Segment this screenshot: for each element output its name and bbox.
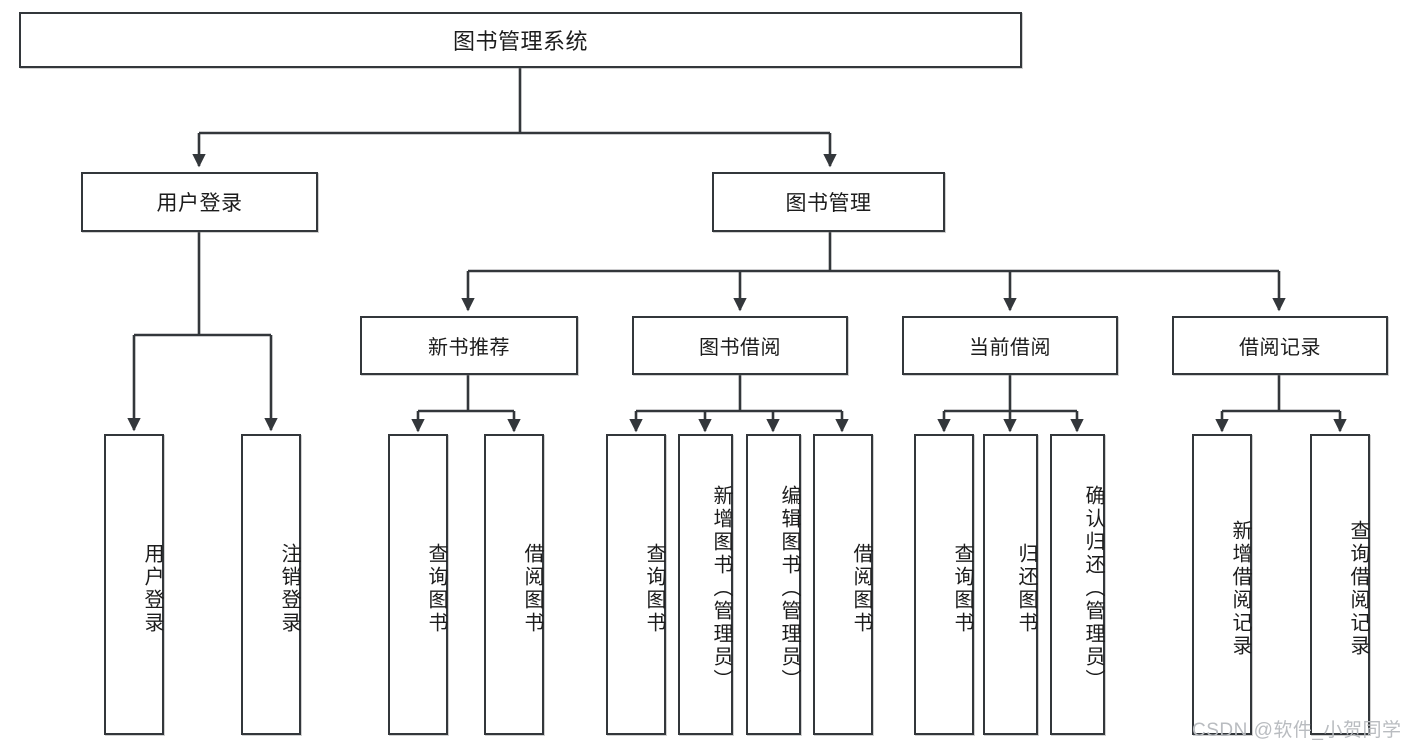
leaf-add-record[interactable]: 新增借阅记录 bbox=[1192, 434, 1252, 735]
leaf-query-book-2-label: 查询图书 bbox=[643, 542, 665, 635]
node-book-manage[interactable]: 图书管理 bbox=[712, 172, 945, 232]
leaf-user-login[interactable]: 用户登录 bbox=[104, 434, 164, 735]
leaf-user-login-label: 用户登录 bbox=[141, 542, 163, 635]
leaf-add-book-label: 新增图书（管理员） bbox=[710, 485, 732, 692]
leaf-query-book-3[interactable]: 查询图书 bbox=[914, 434, 974, 735]
node-root-label: 图书管理系统 bbox=[452, 29, 588, 54]
leaf-borrow-book-2[interactable]: 借阅图书 bbox=[813, 434, 873, 735]
node-book-borrow-label: 图书借阅 bbox=[699, 337, 781, 359]
leaf-return-book-label: 归还图书 bbox=[1015, 542, 1037, 635]
node-current-borrow[interactable]: 当前借阅 bbox=[902, 316, 1118, 375]
leaf-query-book-3-label: 查询图书 bbox=[951, 542, 973, 635]
leaf-add-record-label: 新增借阅记录 bbox=[1229, 519, 1251, 658]
node-borrow-record-label: 借阅记录 bbox=[1239, 337, 1321, 359]
node-new-book-recommend[interactable]: 新书推荐 bbox=[360, 316, 578, 375]
leaf-borrow-book-1-label: 借阅图书 bbox=[521, 542, 543, 635]
node-book-manage-label: 图书管理 bbox=[785, 192, 872, 215]
edge-group-borrow-record bbox=[1215, 375, 1347, 433]
edge-group-user-login bbox=[127, 232, 278, 432]
leaf-query-book-1[interactable]: 查询图书 bbox=[388, 434, 448, 735]
node-root[interactable]: 图书管理系统 bbox=[19, 12, 1022, 68]
edge-group-root bbox=[192, 68, 837, 168]
leaf-query-record[interactable]: 查询借阅记录 bbox=[1310, 434, 1370, 735]
leaf-confirm-return-label: 确认归还（管理员） bbox=[1082, 485, 1104, 692]
leaf-return-book[interactable]: 归还图书 bbox=[983, 434, 1038, 735]
node-current-borrow-label: 当前借阅 bbox=[969, 337, 1051, 359]
leaf-borrow-book-1[interactable]: 借阅图书 bbox=[484, 434, 544, 735]
node-user-login[interactable]: 用户登录 bbox=[81, 172, 318, 232]
edge-group-book-manage bbox=[461, 232, 1286, 312]
leaf-confirm-return[interactable]: 确认归还（管理员） bbox=[1050, 434, 1105, 735]
node-new-book-recommend-label: 新书推荐 bbox=[428, 337, 510, 359]
edge-group-book-borrow bbox=[629, 375, 849, 433]
leaf-add-book[interactable]: 新增图书（管理员） bbox=[678, 434, 733, 735]
leaf-borrow-book-2-label: 借阅图书 bbox=[850, 542, 872, 635]
node-book-borrow[interactable]: 图书借阅 bbox=[632, 316, 848, 375]
leaf-logout-login[interactable]: 注销登录 bbox=[241, 434, 301, 735]
node-user-login-label: 用户登录 bbox=[156, 192, 243, 215]
leaf-query-book-2[interactable]: 查询图书 bbox=[606, 434, 666, 735]
leaf-edit-book-label: 编辑图书（管理员） bbox=[778, 485, 800, 692]
edge-group-new-book-recommend bbox=[411, 375, 521, 433]
leaf-edit-book[interactable]: 编辑图书（管理员） bbox=[746, 434, 801, 735]
node-borrow-record[interactable]: 借阅记录 bbox=[1172, 316, 1388, 375]
leaf-query-book-1-label: 查询图书 bbox=[425, 542, 447, 635]
leaf-query-record-label: 查询借阅记录 bbox=[1347, 519, 1369, 658]
edge-group-current-borrow bbox=[937, 375, 1084, 433]
leaf-logout-login-label: 注销登录 bbox=[278, 542, 300, 635]
